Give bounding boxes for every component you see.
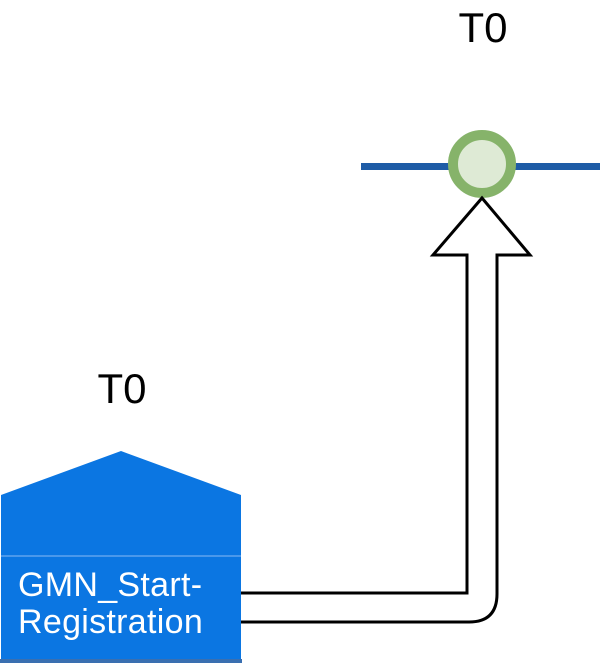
block-bottom-edge [0,659,242,663]
source-block-label-line2: Registration [18,603,204,641]
source-block-shape[interactable] [1,451,241,659]
block-arrow-connector[interactable] [236,195,534,624]
source-block-label-line1: GMN_Start- [18,566,203,604]
source-block-label[interactable]: GMN_Start- Registration [18,567,203,641]
label-t0-source[interactable]: T0 [97,365,147,412]
source-block [0,451,242,663]
label-t0-target[interactable]: T0 [458,4,508,51]
port-node[interactable] [448,130,516,198]
